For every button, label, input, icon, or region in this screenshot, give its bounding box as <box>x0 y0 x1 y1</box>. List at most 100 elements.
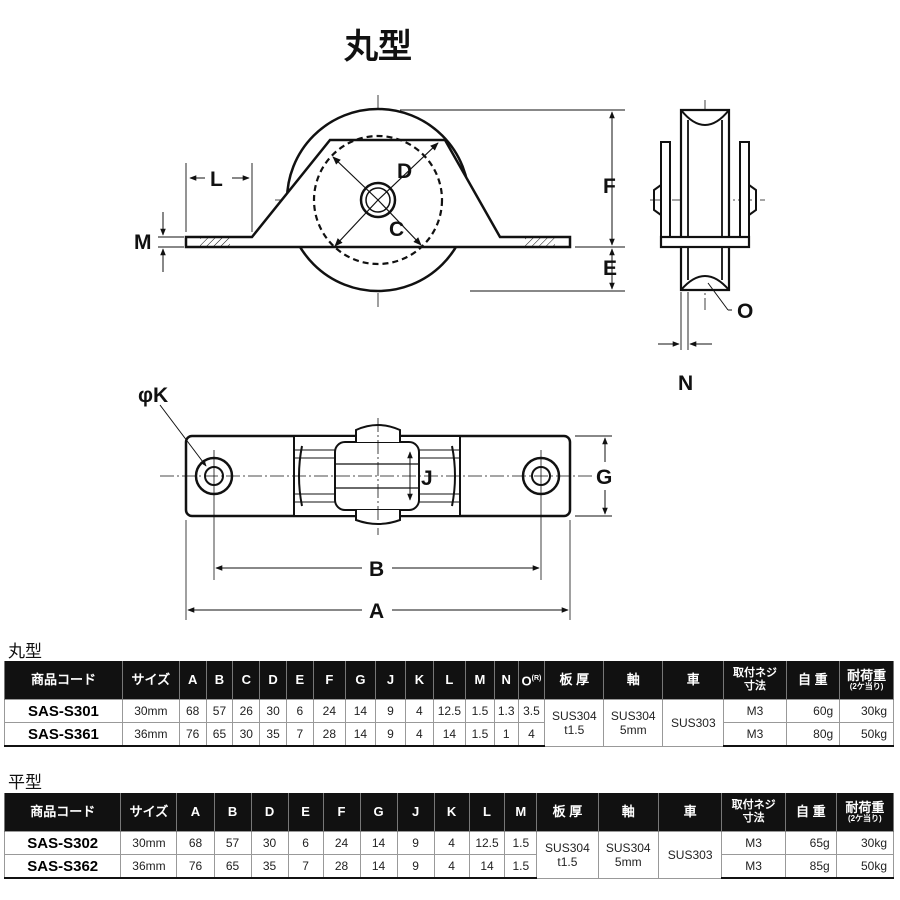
cell-plate-material: SUS304 <box>551 708 597 723</box>
cell-load: 30kg <box>835 831 895 855</box>
cell-code: SAS-S301 <box>4 699 123 723</box>
label-n: N <box>678 372 693 395</box>
cell-e: 6 <box>285 699 314 723</box>
cell-screw: M3 <box>723 722 787 747</box>
header-code: 商品コード <box>3 793 122 832</box>
label-a: A <box>369 600 384 623</box>
cell-k: 4 <box>404 699 434 723</box>
cell-screw: M3 <box>723 699 787 723</box>
cell-wheel: SUS303 <box>657 831 723 879</box>
cell-shaft-material: SUS304 <box>605 840 651 855</box>
cell-o: 3.5 <box>517 699 546 723</box>
cell-g: 14 <box>359 854 398 879</box>
cell-weight: 85g <box>784 854 837 879</box>
cell-load: 30kg <box>839 699 894 723</box>
table-row: SAS-S361 36mm 76 65 30 35 7 28 14 9 4 14… <box>4 722 894 747</box>
header-k: K <box>433 793 470 832</box>
table-row: SAS-S301 30mm 68 57 26 30 6 24 14 9 4 12… <box>4 699 894 747</box>
cell-c: 30 <box>232 722 261 747</box>
cell-f: 28 <box>322 854 361 879</box>
header-size: サイズ <box>120 793 178 832</box>
table-header-row: 商品コード サイズ A B D E F G J K L M 板 厚 軸 車 取付… <box>3 793 895 832</box>
header-screw-line2: 寸法 <box>742 812 765 824</box>
header-weight: 自 重 <box>785 661 841 700</box>
section-label-flat: 平型 <box>8 773 42 793</box>
header-load-line2: (2ケ当り) <box>849 681 884 691</box>
cell-weight: 65g <box>784 831 837 855</box>
header-plate: 板 厚 <box>536 793 599 832</box>
header-f: F <box>312 661 346 700</box>
header-load-line1: 耐荷重 <box>847 667 887 683</box>
cell-n: 1.3 <box>493 699 519 723</box>
header-c: C <box>232 661 261 700</box>
cell-load: 50kg <box>839 722 894 747</box>
cell-code: SAS-S362 <box>3 854 122 879</box>
cell-size: 30mm <box>120 831 178 855</box>
label-c: C <box>389 218 404 241</box>
cell-shaft-diameter: 5mm <box>614 854 642 869</box>
cell-b: 57 <box>205 699 234 723</box>
side-view <box>650 100 765 350</box>
cell-wheel: SUS303 <box>662 699 725 747</box>
label-phi-k: φK <box>138 384 168 407</box>
label-b: B <box>369 558 384 581</box>
header-d: D <box>250 793 289 832</box>
section-label-round: 丸型 <box>8 642 42 662</box>
cell-g: 14 <box>359 831 398 855</box>
header-load: 耐荷重(2ケ当り) <box>839 661 894 700</box>
cell-o: 4 <box>517 722 546 747</box>
header-o: O(R) <box>517 661 546 700</box>
cell-code: SAS-S302 <box>3 831 122 855</box>
cell-m: 1.5 <box>504 854 538 879</box>
cell-load: 50kg <box>835 854 895 879</box>
cell-l: 12.5 <box>468 831 506 855</box>
cell-g: 14 <box>344 722 376 747</box>
header-n: N <box>493 661 519 700</box>
header-wheel: 車 <box>662 661 725 700</box>
header-m: M <box>504 793 538 832</box>
header-weight: 自 重 <box>784 793 837 832</box>
cell-e: 6 <box>287 831 324 855</box>
header-shaft: 軸 <box>603 661 664 700</box>
label-e: E <box>603 257 617 280</box>
header-g: G <box>344 661 376 700</box>
table-row: SAS-S302 30mm 68 57 30 6 24 14 9 4 12.5 … <box>3 831 895 879</box>
header-k: K <box>404 661 434 700</box>
header-g: G <box>359 793 398 832</box>
header-load: 耐荷重(2ケ当り) <box>835 793 895 832</box>
spec-table-flat: 商品コード サイズ A B D E F G J K L M 板 厚 軸 車 取付… <box>3 793 895 879</box>
cell-size: 36mm <box>120 854 178 879</box>
header-o-text: O <box>521 673 532 689</box>
cell-m: 1.5 <box>464 699 495 723</box>
header-a: A <box>178 661 207 700</box>
cell-d: 35 <box>259 722 287 747</box>
header-f: F <box>322 793 361 832</box>
cell-plate-thickness: t1.5 <box>564 722 585 737</box>
cell-a: 76 <box>176 854 215 879</box>
header-size: サイズ <box>121 661 180 700</box>
cell-d: 30 <box>259 699 287 723</box>
cell-k: 4 <box>404 722 434 747</box>
front-view <box>158 95 625 310</box>
cell-shaft-diameter: 5mm <box>619 722 647 737</box>
cell-plate-thickness: t1.5 <box>557 854 578 869</box>
cell-n: 1 <box>493 722 519 747</box>
top-view <box>159 404 612 620</box>
spec-table-round: 商品コード サイズ A B C D E F G J K L M N O(R) 板… <box>4 661 894 747</box>
header-screw-line1: 取付ネジ <box>731 799 776 811</box>
cell-weight: 80g <box>785 722 841 747</box>
header-o-r: (R) <box>531 674 542 682</box>
header-load-line1: 耐荷重 <box>845 799 885 815</box>
label-j: J <box>421 467 433 490</box>
label-g: G <box>596 466 612 489</box>
label-f: F <box>603 175 616 198</box>
cell-plate-material: SUS304 <box>545 840 590 855</box>
header-d: D <box>259 661 287 700</box>
cell-screw: M3 <box>721 831 786 855</box>
cell-k: 4 <box>433 854 470 879</box>
cell-shaft-material: SUS304 <box>610 708 656 723</box>
cell-d: 30 <box>250 831 289 855</box>
cell-c: 26 <box>232 699 261 723</box>
